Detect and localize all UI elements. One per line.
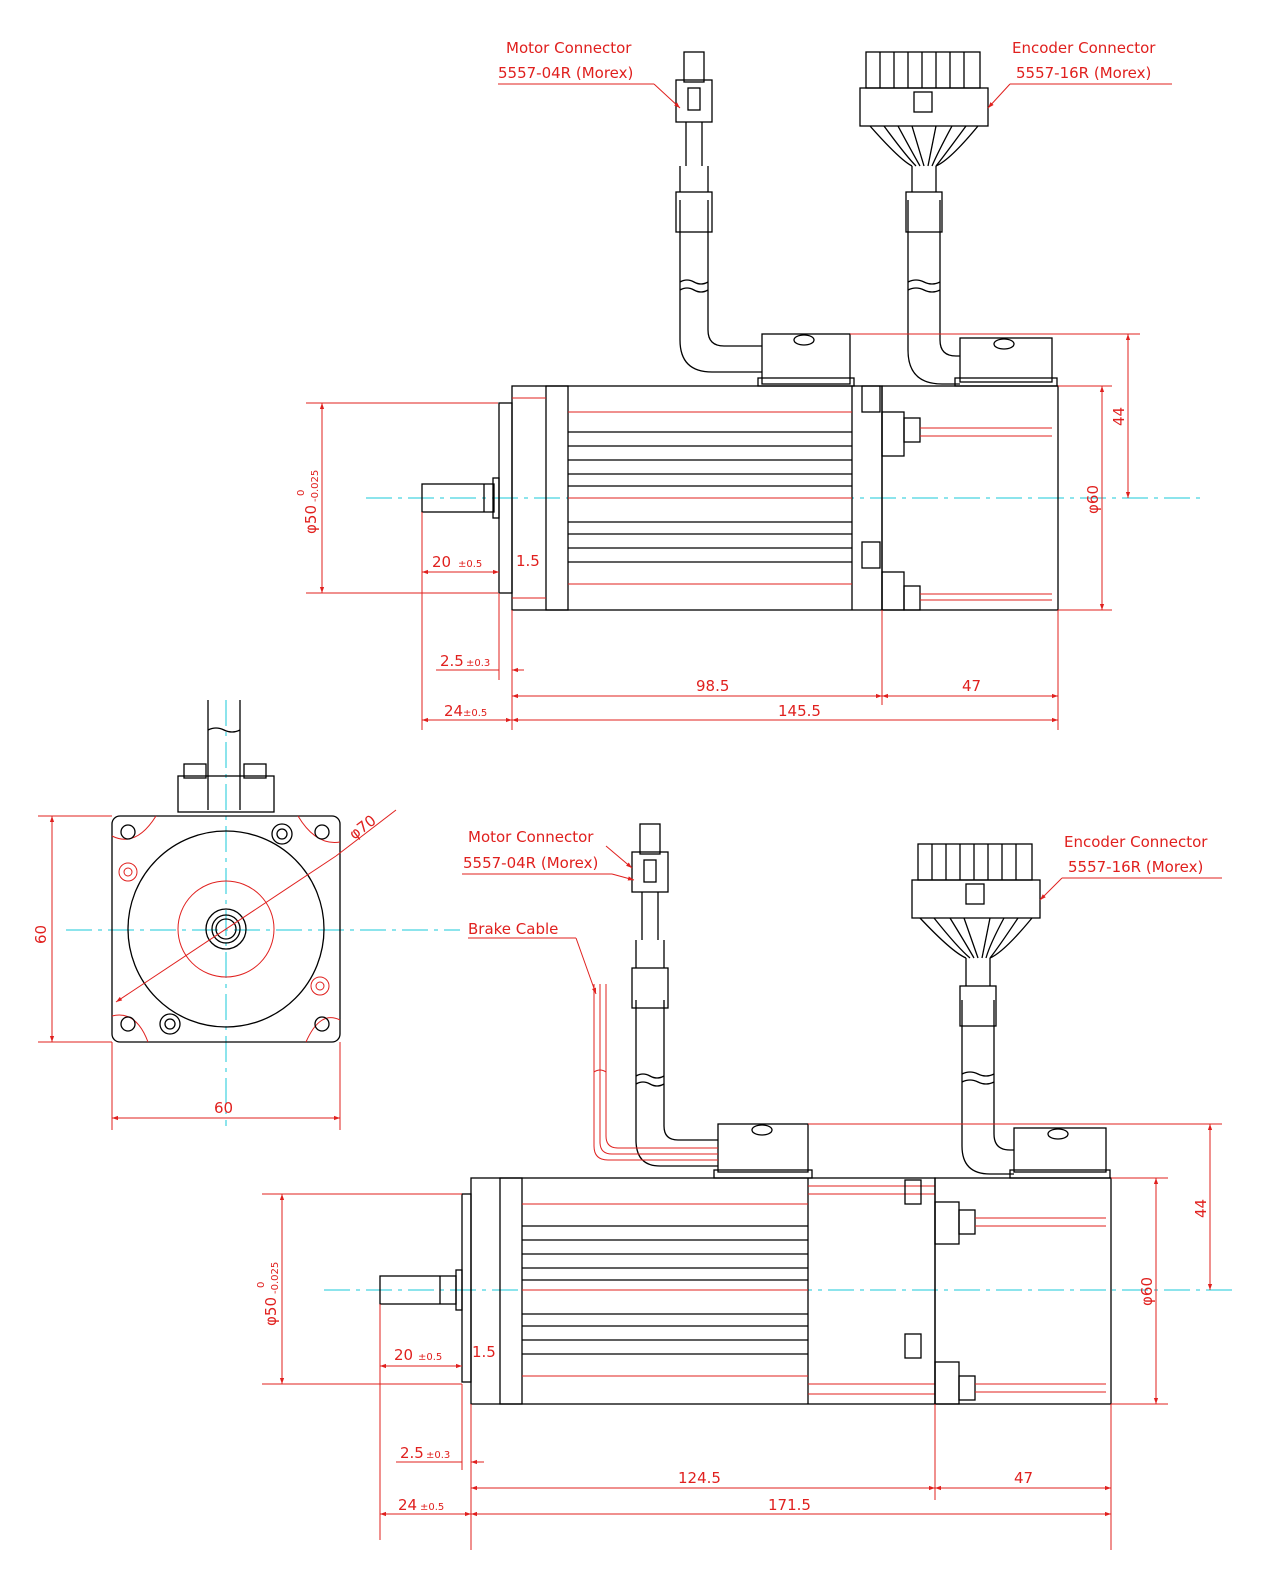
bottom-encoder-connector-plug [911,879,1041,919]
front-shaft [205,908,247,950]
bottom-motor-connector-part: 5557-04R (Morex) [463,854,598,872]
bottom-total-length-value: 171.5 [768,1496,811,1514]
top-flange-tol-upper: 0 [296,490,307,496]
top-view: Motor Connector 5557-04R (Morex) Encoder… [296,39,1200,730]
bottom-shaft-length-value: 20 [394,1346,413,1364]
bottom-motor-cable-gland [717,1123,809,1173]
top-encoder-connector-callout: Encoder Connector 5557-16R (Morex) [987,39,1172,109]
top-dim-shaft-length: 20 ±0.5 1.5 [421,512,540,730]
top-rear-length-value: 47 [962,677,981,695]
bottom-front-value: 24 [398,1496,417,1514]
bottom-dim-flange-dia: φ50 0 -0.025 [256,1193,462,1385]
top-body-dia-value: φ60 [1084,485,1102,514]
top-encoder-cable [907,200,960,385]
top-total-length-value: 145.5 [778,702,821,720]
bottom-rear-length-value: 47 [1014,1469,1033,1487]
bottom-encoder-connector-callout: Encoder Connector 5557-16R (Morex) [1039,833,1222,901]
top-pilot-value: 2.5 [440,652,464,670]
top-dim-pilot: 2.5 ±0.3 [436,593,524,730]
bottom-flange-tol-upper: 0 [256,1282,267,1288]
bottom-brake-cable-callout: Brake Cable [468,920,597,995]
bottom-motor-connector-callout: Motor Connector 5557-04R (Morex) [462,828,635,881]
top-dim-body-dia: φ60 [1058,385,1112,611]
top-front-tol: ±0.5 [463,708,487,719]
bottom-shaft-length-tol: ±0.5 [418,1352,442,1363]
bottom-encoder-cable-gland [1013,1127,1107,1173]
bottom-boss-value: 1.5 [472,1343,496,1361]
top-shaft-length-tol: ±0.5 [458,559,482,570]
bottom-dim-body-dia: φ60 [1111,1177,1168,1405]
bottom-flange-pilot [461,1193,472,1383]
top-motor-connector-plug [675,79,713,123]
top-dim-lengths: 98.5 47 24 ±0.5 145.5 [422,610,1059,730]
bottom-body-dia-value: φ60 [1138,1277,1156,1306]
bottom-encoder-connector-part: 5557-16R (Morex) [1068,858,1203,876]
top-flange-tol-lower: -0.025 [310,470,321,502]
top-dim-flange-dia: φ50 0 -0.025 [296,402,498,594]
bottom-dim-lengths: 124.5 47 24 ±0.5 171.5 [380,1404,1112,1550]
bottom-dim-height: 44 [808,1123,1222,1290]
front-bolt-circle-value: φ70 [346,811,380,843]
front-square-flange [111,815,341,1043]
bottom-motor-body [470,1177,936,1405]
bottom-height-value: 44 [1192,1199,1210,1218]
bottom-front-tol: ±0.5 [420,1502,444,1513]
bottom-flange-tol-lower: -0.025 [270,1262,281,1294]
top-encoder-connector-part: 5557-16R (Morex) [1016,64,1151,82]
bottom-body-length-value: 124.5 [678,1469,721,1487]
top-motor-connector-label: Motor Connector [506,39,632,57]
top-encoder-cable-gland [959,337,1053,383]
front-view: φ70 60 60 [32,700,460,1130]
front-body-circle [127,830,325,1028]
bottom-pilot-value: 2.5 [400,1444,424,1462]
bottom-motor-connector-plug [631,851,669,893]
bottom-dim-shaft-length: 20 ±0.5 1.5 [379,1304,496,1540]
bottom-flange-dia-value: φ50 [262,1297,280,1326]
top-flange-dia-value: φ50 [302,505,320,534]
bottom-motor-connector-label: Motor Connector [468,828,594,846]
top-boss-value: 1.5 [516,552,540,570]
top-dim-height: 44 [850,333,1140,498]
bottom-view: Motor Connector 5557-04R (Morex) Encoder… [256,823,1236,1550]
front-height-value: 60 [32,925,50,944]
bottom-brake-cable [593,984,718,1161]
bottom-pilot-tol: ±0.3 [426,1450,450,1461]
top-body-length-value: 98.5 [696,677,729,695]
top-encoder-connector-plug [859,87,989,127]
top-motor-cable [679,200,762,373]
top-motor-cable-gland [761,333,851,385]
top-shaft-length-value: 20 [432,553,451,571]
bottom-brake-cable-label: Brake Cable [468,920,558,938]
bottom-dim-pilot: 2.5 ±0.3 [396,1384,484,1550]
bottom-body-fins [522,1178,935,1404]
top-motor-connector-callout: Motor Connector 5557-04R (Morex) [498,39,681,109]
top-front-value: 24 [444,702,463,720]
front-width-value: 60 [214,1099,233,1117]
top-shaft [421,483,495,513]
top-height-value: 44 [1110,407,1128,426]
top-pilot-tol: ±0.3 [466,658,490,669]
bottom-encoder-connector-label: Encoder Connector [1064,833,1208,851]
top-body-fins [512,386,853,610]
bottom-encoder-housing [934,1177,1112,1405]
top-encoder-connector-label: Encoder Connector [1012,39,1156,57]
top-motor-connector-part: 5557-04R (Morex) [498,64,633,82]
bottom-encoder-cable [961,1000,1014,1175]
